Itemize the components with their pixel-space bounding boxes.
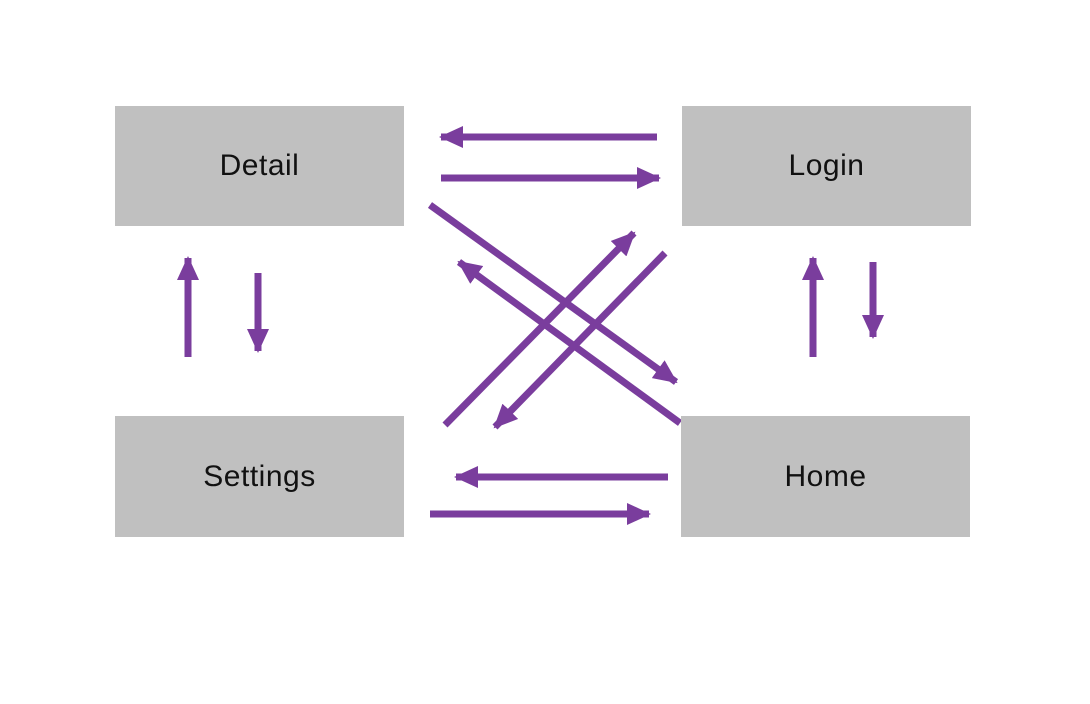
node-home: Home <box>681 416 970 537</box>
arrow-detail-to-home <box>427 202 679 385</box>
arrow-settings-to-login <box>442 230 637 428</box>
node-detail-label: Detail <box>219 149 300 182</box>
arrow-home-to-detail <box>456 259 683 426</box>
node-settings: Settings <box>115 416 404 537</box>
node-home-label: Home <box>784 459 867 493</box>
node-detail: Detail <box>115 106 404 226</box>
edges-group <box>177 126 884 525</box>
arrow-login-to-settings <box>492 250 668 430</box>
node-login: Login <box>682 106 971 226</box>
node-login-label: Login <box>788 149 865 182</box>
node-settings-label: Settings <box>203 459 316 493</box>
